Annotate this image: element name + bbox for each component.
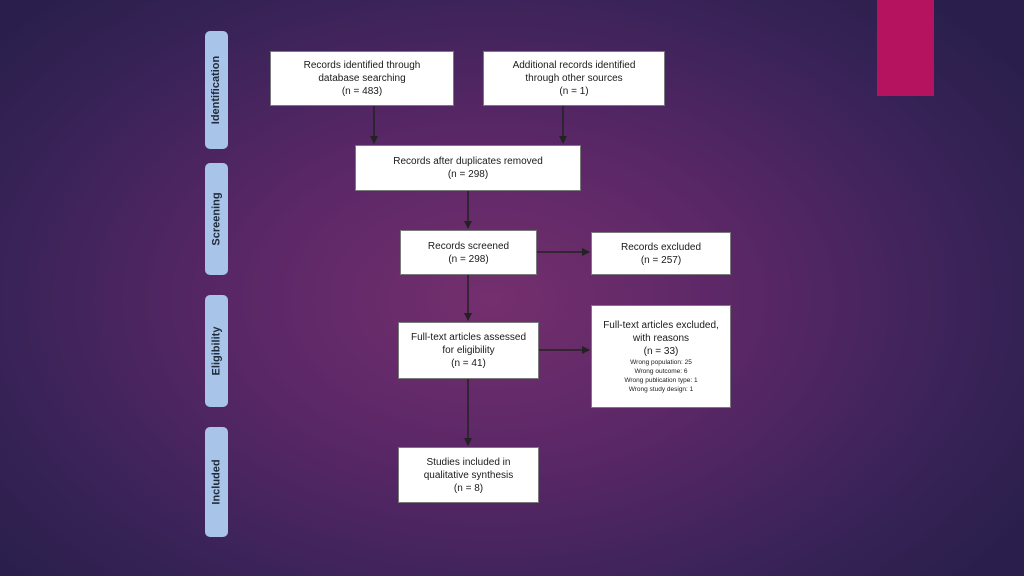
accent-rectangle (877, 0, 934, 96)
box-included-count: (n = 8) (453, 482, 484, 494)
box-other-sources: Additional records identified through ot… (483, 51, 665, 106)
box-records-screened: Records screened (n = 298) (400, 230, 537, 275)
reason-wrong-population: Wrong population: 25 (630, 359, 692, 366)
box-duplicates-count: (n = 298) (447, 169, 489, 180)
reason-wrong-publication-type: Wrong publication type: 1 (624, 377, 698, 384)
box-fulltext-assessed: Full-text articles assessed for eligibil… (398, 322, 539, 379)
box-db-search: Records identified through database sear… (270, 51, 454, 106)
box-other-sources-line1: Additional records identified (512, 60, 636, 71)
stage-identification: Identification (205, 31, 228, 149)
box-fulltext-excluded-line2: with reasons (632, 333, 690, 344)
box-db-search-line1: Records identified through (303, 60, 421, 71)
box-records-excluded: Records excluded (n = 257) (591, 232, 731, 275)
stage-screening: Screening (205, 163, 228, 275)
box-screened-count: (n = 298) (448, 253, 489, 265)
reason-wrong-outcome: Wrong outcome: 6 (634, 368, 688, 375)
box-fulltext-excluded-count: (n = 33) (643, 346, 679, 357)
box-fulltext-excluded-line1: Full-text articles excluded, (603, 320, 719, 331)
stage-included: Included (205, 427, 228, 537)
box-included-line1: Studies included in (426, 456, 511, 468)
box-other-sources-count: (n = 1) (559, 86, 589, 97)
box-excluded-line1: Records excluded (620, 241, 702, 253)
box-db-search-line2: database searching (318, 73, 406, 84)
box-fulltext-assessed-line2: for eligibility (442, 345, 495, 356)
box-other-sources-line2: through other sources (525, 73, 623, 84)
box-included-line2: qualitative synthesis (423, 469, 514, 481)
box-duplicates-line1: Records after duplicates removed (393, 156, 543, 167)
box-fulltext-assessed-line1: Full-text articles assessed (410, 332, 527, 343)
box-screened-line1: Records screened (427, 240, 510, 252)
stage-eligibility: Eligibility (205, 295, 228, 407)
box-studies-included: Studies included in qualitative synthesi… (398, 447, 539, 503)
box-fulltext-excluded: Full-text articles excluded, with reason… (591, 305, 731, 408)
box-db-search-count: (n = 483) (341, 86, 383, 97)
box-fulltext-assessed-count: (n = 41) (451, 358, 486, 369)
reason-wrong-study-design: Wrong study design: 1 (628, 386, 694, 393)
box-excluded-count: (n = 257) (640, 254, 682, 266)
box-duplicates-removed: Records after duplicates removed (n = 29… (355, 145, 581, 191)
